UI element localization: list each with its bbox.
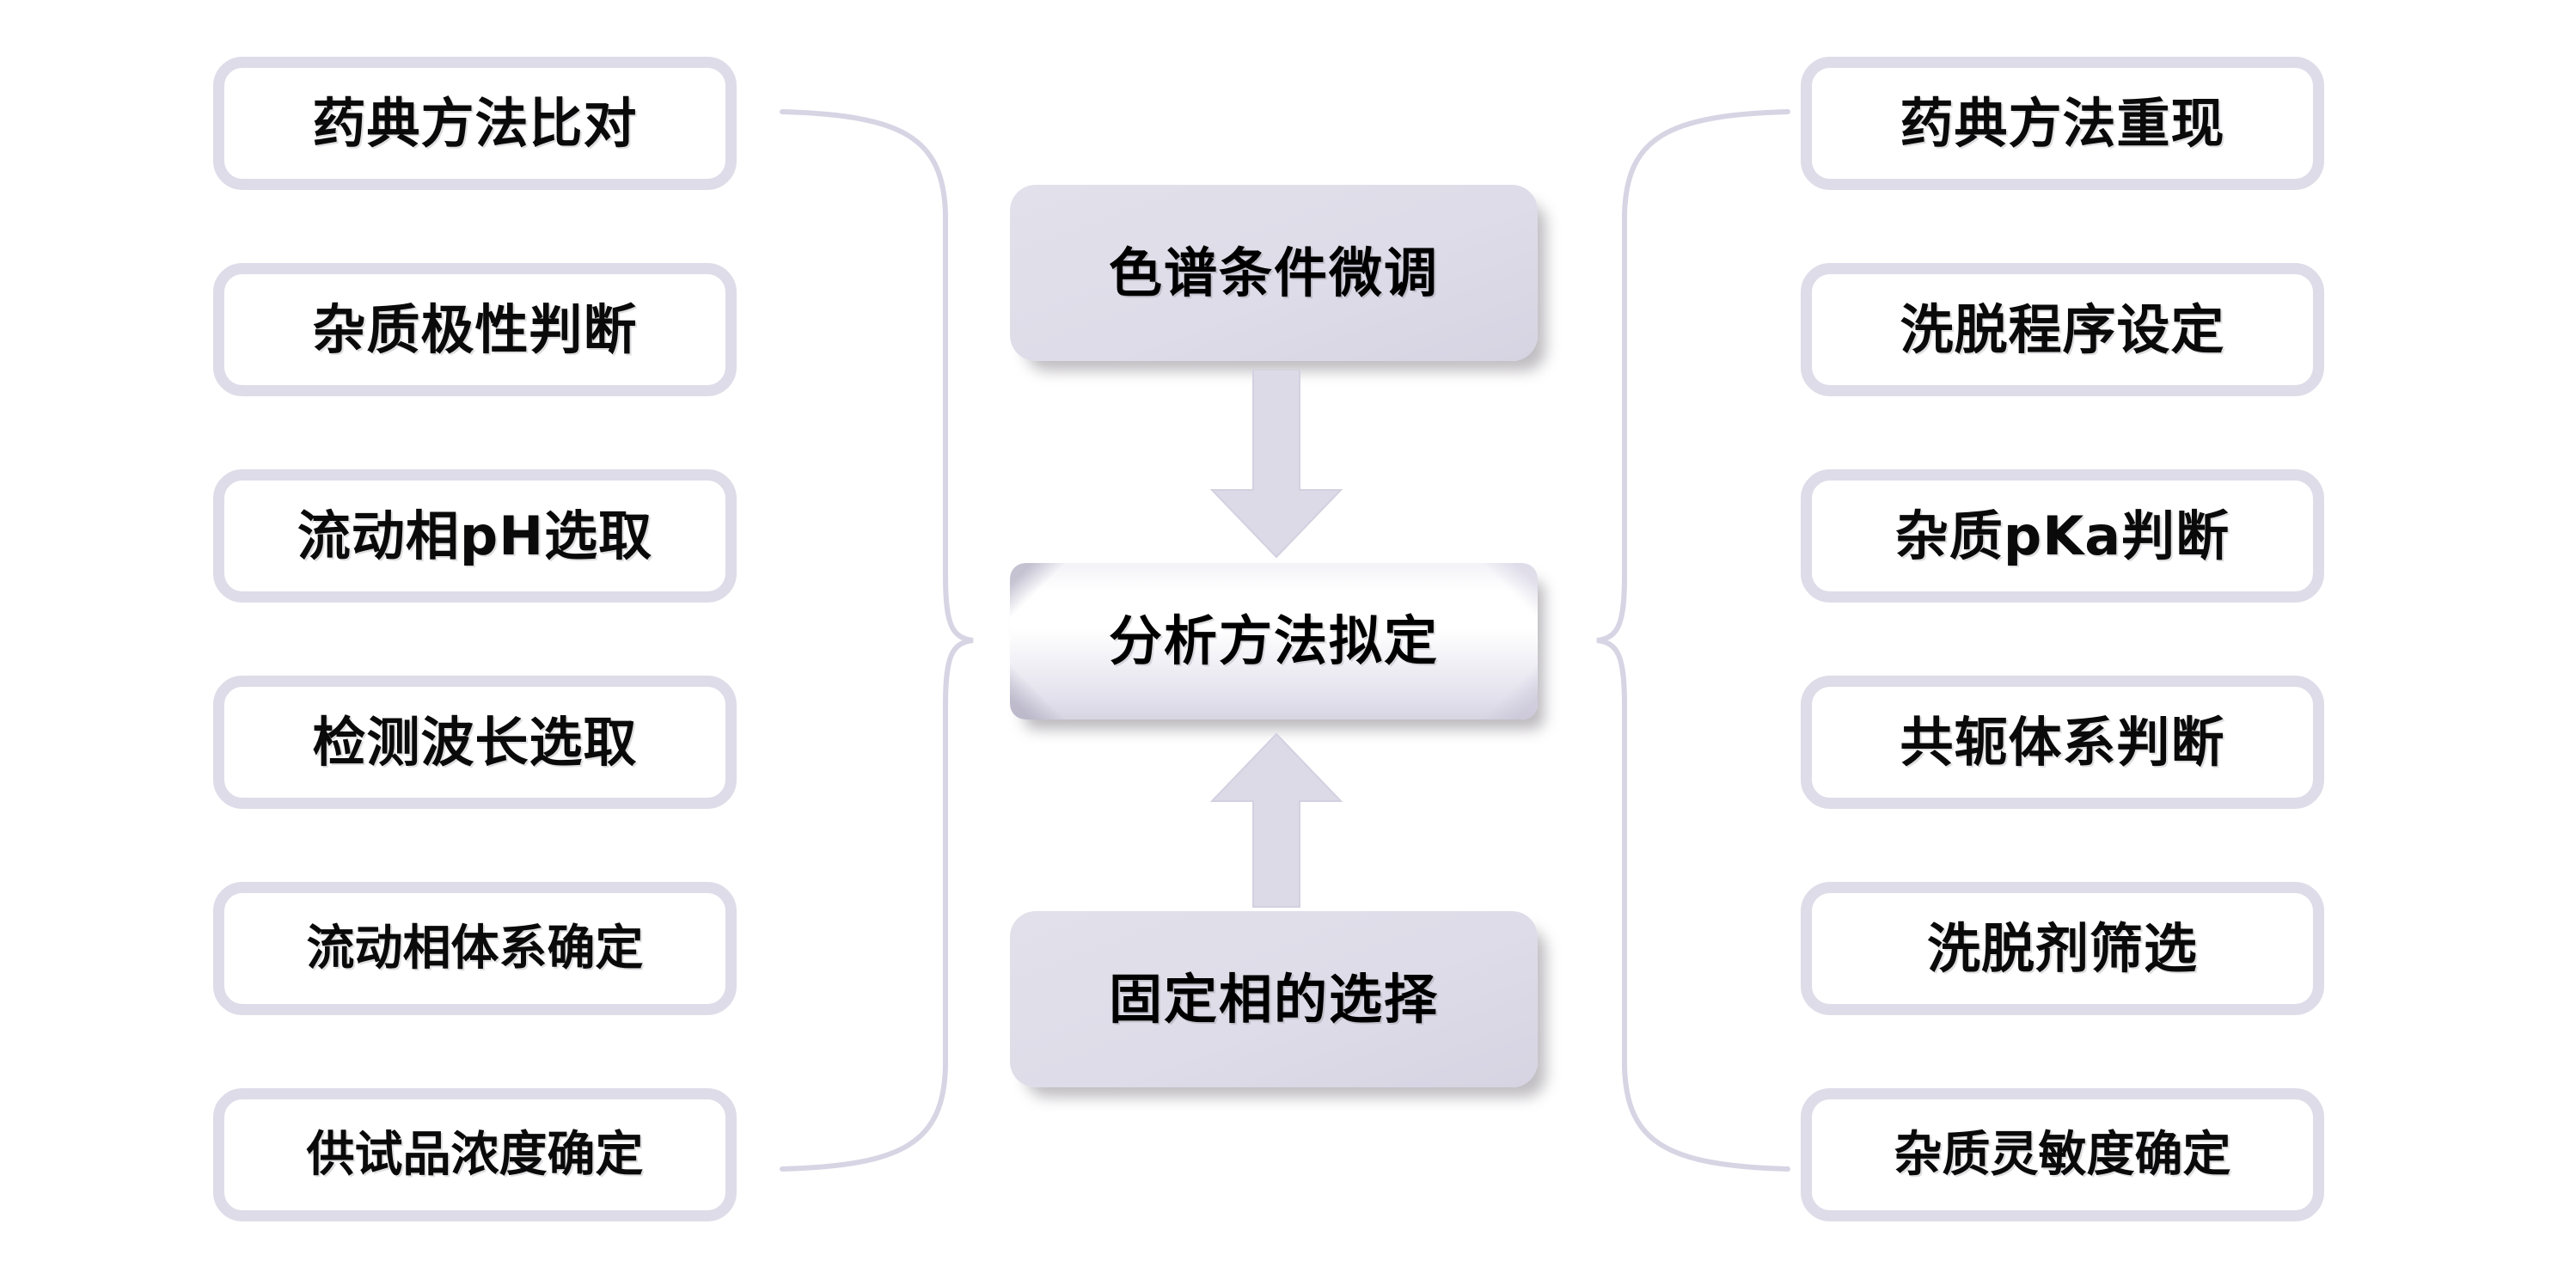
right-item-1-label: 药典方法重现 bbox=[1900, 91, 2225, 155]
right-item-2-label: 洗脱程序设定 bbox=[1900, 297, 2225, 361]
center-bottom-box[interactable]: 固定相的选择 bbox=[1010, 911, 1538, 1087]
left-item-5-label: 流动相体系确定 bbox=[306, 920, 644, 976]
right-item-3[interactable]: 杂质pKa判断 bbox=[1801, 469, 2324, 603]
left-item-2-label: 杂质极性判断 bbox=[312, 297, 638, 361]
left-item-6[interactable]: 供试品浓度确定 bbox=[213, 1088, 737, 1221]
left-item-6-label: 供试品浓度确定 bbox=[306, 1126, 644, 1183]
left-item-1[interactable]: 药典方法比对 bbox=[213, 57, 737, 190]
right-item-2[interactable]: 洗脱程序设定 bbox=[1801, 263, 2324, 396]
left-item-3[interactable]: 流动相pH选取 bbox=[213, 469, 737, 603]
arrow-up-icon bbox=[1209, 732, 1343, 908]
left-item-4-label: 检测波长选取 bbox=[312, 710, 638, 774]
right-item-3-label: 杂质pKa判断 bbox=[1894, 504, 2230, 567]
left-item-3-label: 流动相pH选取 bbox=[297, 504, 653, 567]
left-brace bbox=[780, 109, 974, 1172]
left-item-1-label: 药典方法比对 bbox=[312, 91, 638, 155]
right-item-5-label: 洗脱剂筛选 bbox=[1926, 916, 2198, 980]
right-item-4-label: 共轭体系判断 bbox=[1900, 710, 2225, 774]
right-item-6[interactable]: 杂质灵敏度确定 bbox=[1801, 1088, 2324, 1221]
arrow-down-icon bbox=[1209, 370, 1343, 559]
left-item-2[interactable]: 杂质极性判断 bbox=[213, 263, 737, 396]
center-hub-box[interactable]: 分析方法拟定 bbox=[1010, 563, 1538, 719]
center-bottom-label: 固定相的选择 bbox=[1108, 967, 1439, 1031]
center-hub-label: 分析方法拟定 bbox=[1108, 609, 1439, 672]
left-item-4[interactable]: 检测波长选取 bbox=[213, 676, 737, 809]
right-item-1[interactable]: 药典方法重现 bbox=[1801, 57, 2324, 190]
right-brace bbox=[1596, 109, 1790, 1172]
center-top-label: 色谱条件微调 bbox=[1108, 241, 1439, 304]
right-item-6-label: 杂质灵敏度确定 bbox=[1894, 1126, 2231, 1183]
right-item-5[interactable]: 洗脱剂筛选 bbox=[1801, 882, 2324, 1015]
center-top-box[interactable]: 色谱条件微调 bbox=[1010, 185, 1538, 361]
right-item-4[interactable]: 共轭体系判断 bbox=[1801, 676, 2324, 809]
left-item-5[interactable]: 流动相体系确定 bbox=[213, 882, 737, 1015]
